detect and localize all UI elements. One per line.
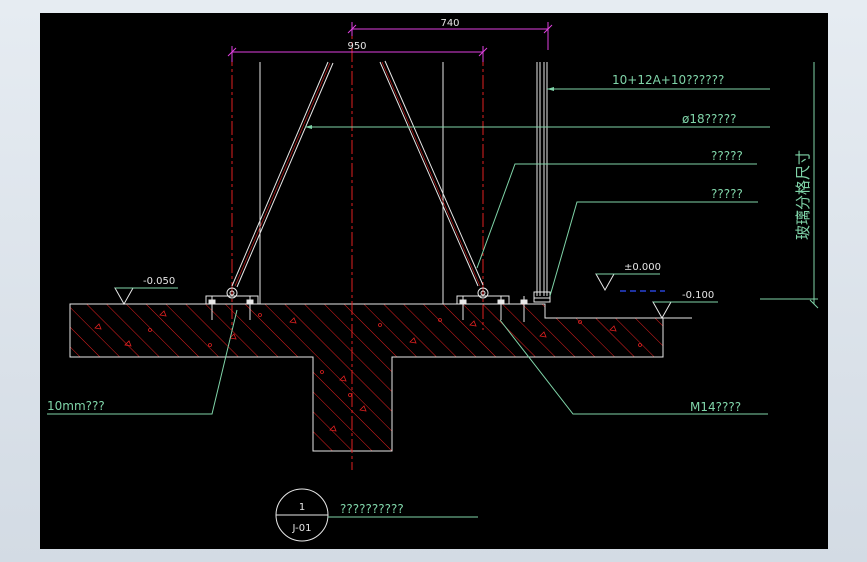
glass-panel [533, 62, 551, 303]
level-left-label: -0.050 [143, 276, 175, 287]
level-mid [595, 273, 660, 292]
grid-dimension [809, 62, 819, 309]
level-mid-label: ±0.000 [624, 262, 661, 273]
leader-arrows [305, 87, 554, 129]
callout-glass: 10+12A+10?????? [612, 73, 724, 87]
dimension-740 [347, 22, 553, 50]
anchor-left [205, 287, 259, 320]
level-right [652, 301, 718, 320]
detail-sheet: J-01 [292, 523, 312, 534]
dimension-950 [227, 46, 488, 62]
grid-dimension-label: 玻璃分格尺寸 [794, 150, 812, 240]
tension-rods [231, 60, 484, 288]
drawing-sheet [40, 13, 828, 549]
detail-title: ?????????? [340, 502, 404, 516]
callout-3: ????? [711, 149, 743, 163]
callout-rod: ø18????? [682, 112, 736, 126]
glass-fins [259, 62, 444, 304]
detail-number: 1 [299, 502, 305, 513]
leaders [47, 88, 818, 415]
dimension-950-label: 950 [347, 41, 366, 52]
level-left [114, 287, 178, 306]
detail-bubble [275, 488, 478, 542]
level-right-label: -0.100 [682, 290, 714, 301]
callout-bolt: M14???? [690, 400, 741, 414]
dimension-740-label: 740 [440, 18, 459, 29]
centerlines [231, 25, 484, 470]
callout-gap: 10mm??? [47, 399, 105, 413]
callout-4: ????? [711, 187, 743, 201]
anchor-right [456, 287, 528, 322]
